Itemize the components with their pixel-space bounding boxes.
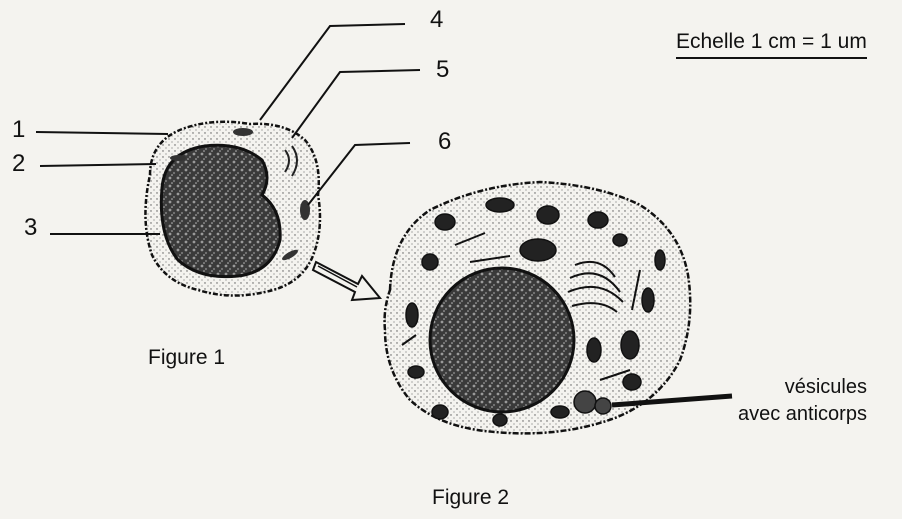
figure1-cell — [36, 24, 420, 296]
fig1-organelle — [170, 155, 186, 161]
fig2-nucleus — [430, 268, 574, 412]
leader-6 — [308, 143, 410, 205]
fig1-organelle — [233, 128, 253, 136]
label-6: 6 — [438, 130, 451, 154]
scale-label: Echelle 1 cm = 1 um — [676, 30, 867, 59]
figure2-caption: Figure 2 — [432, 486, 509, 510]
vesicles-label: vésicules avec anticorps — [738, 374, 867, 428]
vesicles-label-line1: vésicules — [738, 374, 867, 401]
figure2-cell — [385, 182, 732, 433]
label-4: 4 — [430, 8, 443, 32]
leader-4 — [260, 24, 405, 120]
label-1: 1 — [12, 118, 25, 142]
transition-arrow — [313, 262, 380, 300]
fig1-nucleus — [161, 145, 280, 276]
figure1-caption: Figure 1 — [148, 346, 225, 370]
vesicles-label-line2: avec anticorps — [738, 401, 867, 428]
leader-2 — [40, 164, 156, 166]
label-5: 5 — [436, 58, 449, 82]
label-3: 3 — [24, 216, 37, 240]
leader-5 — [292, 70, 420, 138]
leader-1 — [36, 132, 168, 134]
label-2: 2 — [12, 152, 25, 176]
